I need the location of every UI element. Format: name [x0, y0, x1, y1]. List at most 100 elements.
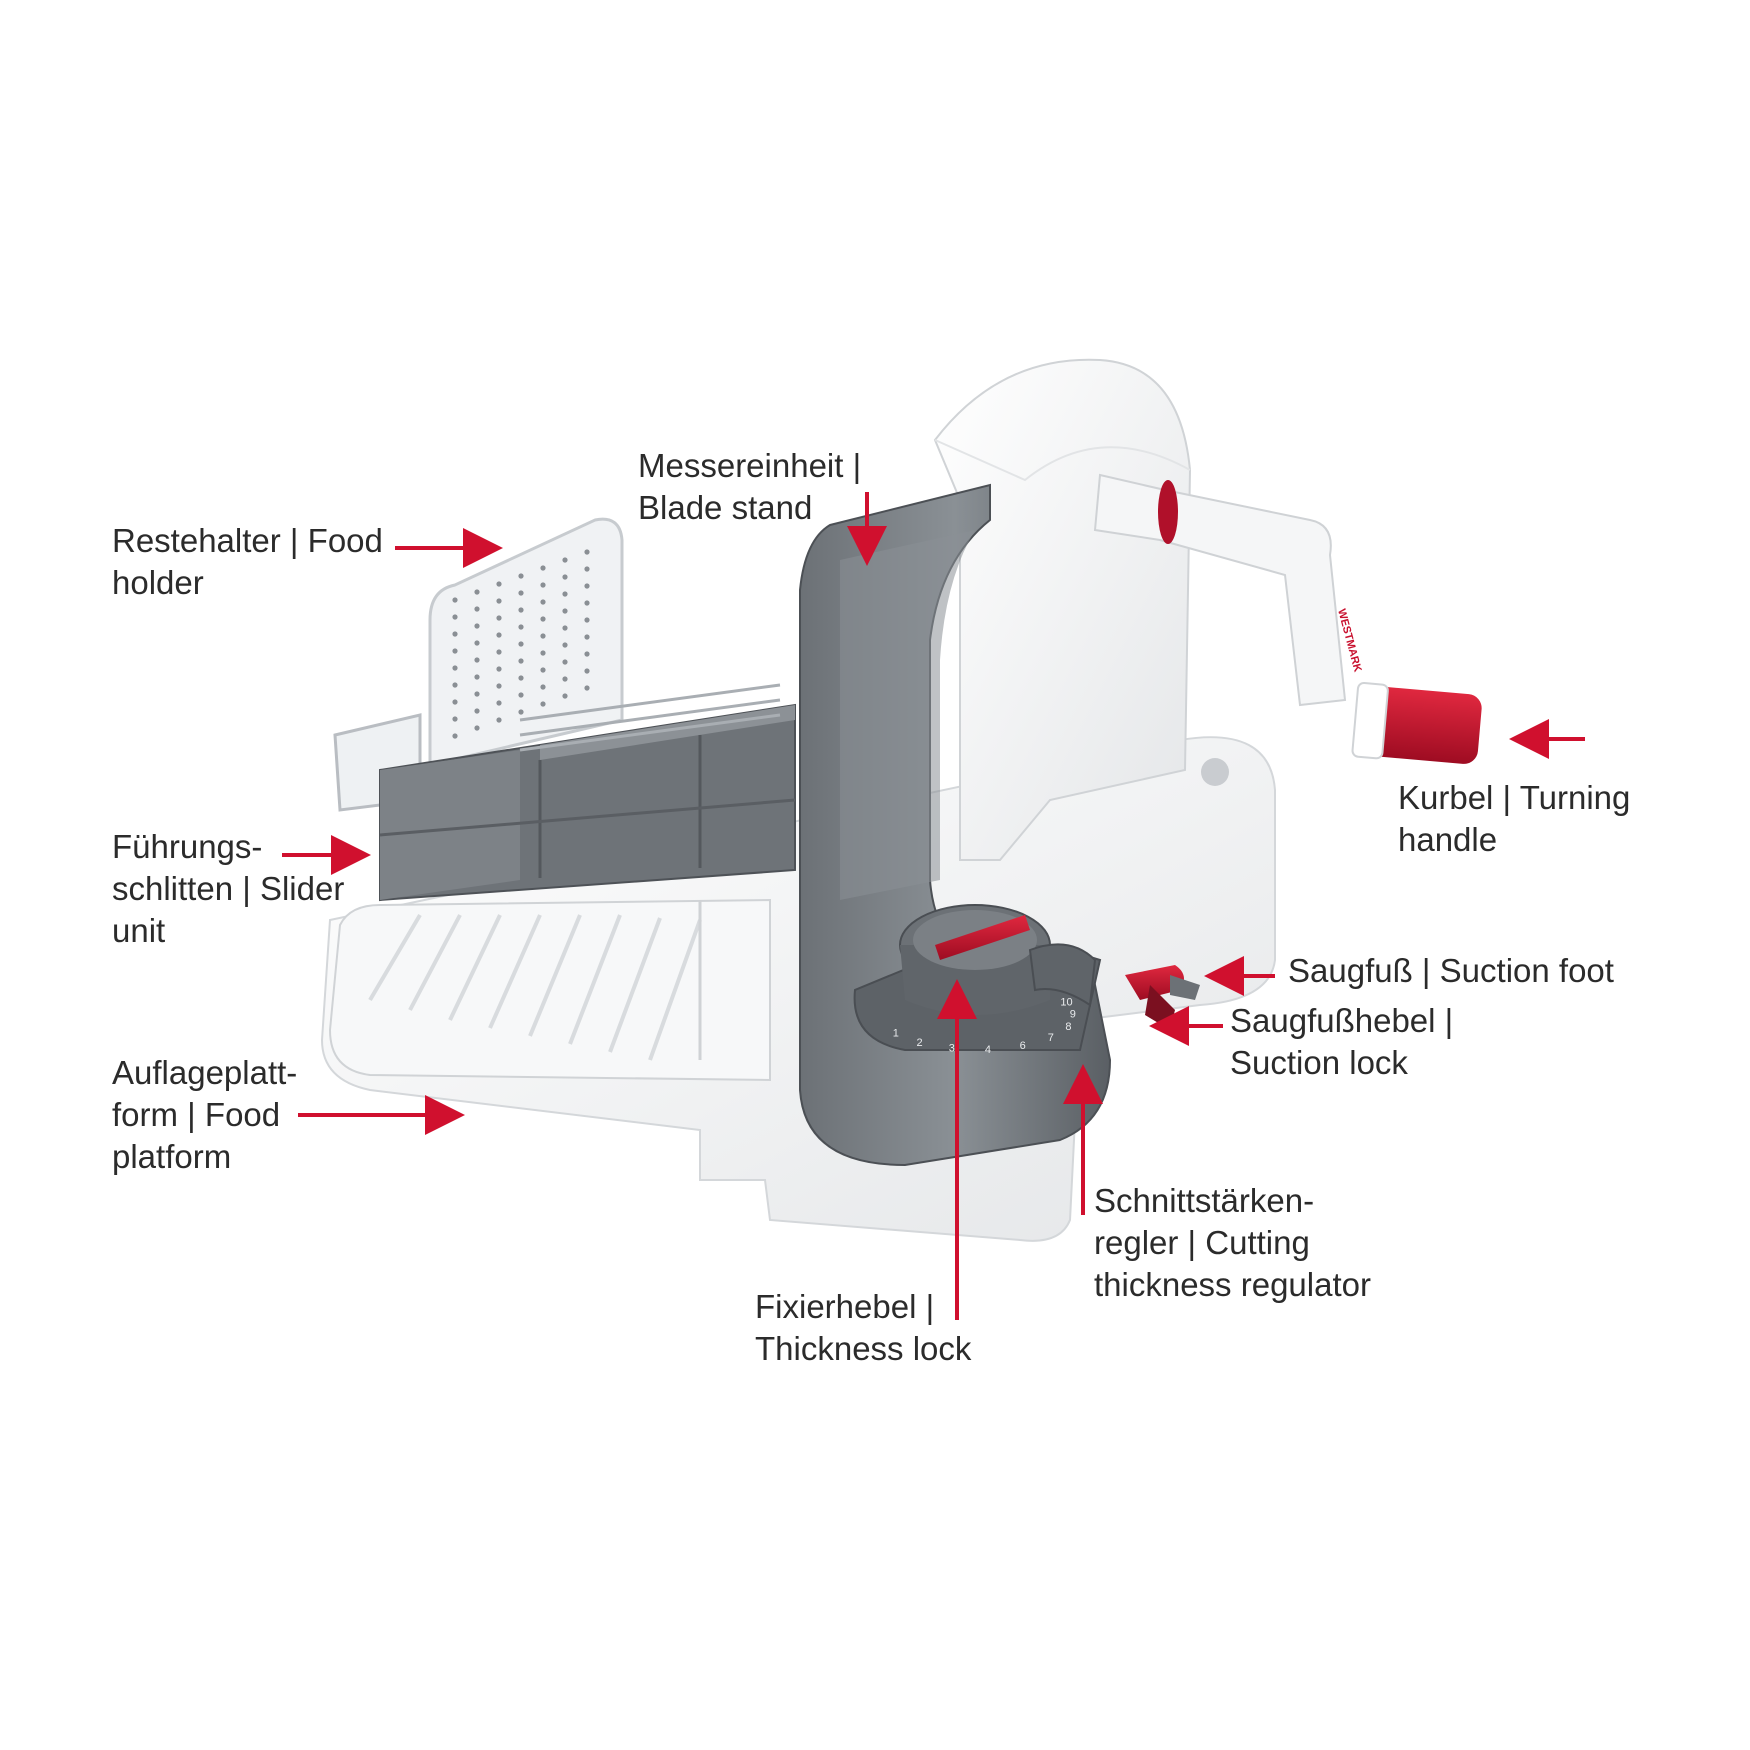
label-slider-unit-line1: Führungs- — [112, 828, 263, 865]
perforation-dot — [474, 725, 480, 731]
perforation-dot — [540, 650, 546, 656]
label-blade-stand-line2: Blade stand — [638, 489, 813, 526]
label-slider-unit-line2: schlitten | Slider — [112, 870, 345, 907]
callout-arrows — [282, 492, 1585, 1320]
label-food-platform-line2: form | Food — [112, 1096, 281, 1133]
label-food-platform: Auflageplatt- form | Food platform — [112, 1052, 297, 1178]
label-blade-stand: Messereinheit | Blade stand — [638, 445, 861, 529]
perforation-dot — [496, 632, 502, 638]
perforation-dot — [518, 709, 524, 715]
perforation-dot — [540, 684, 546, 690]
label-turning-handle: Kurbel | Turning handle — [1398, 777, 1630, 861]
perforation-dot — [452, 699, 458, 705]
perforation-dot — [562, 693, 568, 699]
perforation-dot — [452, 597, 458, 603]
perforation-dot — [540, 565, 546, 571]
perforation-dot — [496, 649, 502, 655]
label-thickness-lock-line2: Thickness lock — [755, 1330, 972, 1367]
label-suction-foot-line1: Saugfuß | Suction foot — [1288, 952, 1614, 989]
perforation-dot — [452, 682, 458, 688]
label-slider-unit-line3: unit — [112, 912, 166, 949]
perforation-dot — [496, 581, 502, 587]
dial-number: 8 — [1065, 1021, 1071, 1033]
perforation-dot — [452, 648, 458, 654]
perforation-dot — [584, 600, 590, 606]
label-suction-foot: Saugfuß | Suction foot — [1288, 950, 1614, 992]
dial-number: 7 — [1048, 1032, 1054, 1044]
label-blade-stand-line1: Messereinheit | — [638, 447, 862, 484]
perforation-dot — [518, 658, 524, 664]
label-suction-lock: Saugfußhebel | Suction lock — [1230, 1000, 1453, 1084]
perforation-dot — [474, 589, 480, 595]
perforation-dot — [474, 640, 480, 646]
perforation-dot — [584, 549, 590, 555]
perforation-dot — [474, 691, 480, 697]
label-thickness-lock: Fixierhebel | Thickness lock — [755, 1286, 971, 1370]
dial-number: 1 — [893, 1028, 899, 1040]
dial-number: 4 — [985, 1044, 991, 1056]
perforation-dot — [452, 733, 458, 739]
perforation-dot — [584, 668, 590, 674]
perforation-dot — [518, 573, 524, 579]
label-cutting-thickness: Schnittstärken- regler | Cutting thickne… — [1094, 1180, 1371, 1306]
dial-number: 10 — [1060, 997, 1072, 1009]
slider-unit — [379, 683, 796, 902]
perforation-dot — [496, 683, 502, 689]
perforation-dot — [496, 700, 502, 706]
perforation-dot — [496, 615, 502, 621]
platform-ribs — [368, 913, 702, 1061]
perforation-dot — [474, 606, 480, 612]
perforation-dot — [540, 701, 546, 707]
perforation-dot — [562, 574, 568, 580]
label-cutting-thickness-line1: Schnittstärken- — [1094, 1182, 1315, 1219]
slicer-illustration: WESTMARK — [320, 358, 1482, 1242]
perforation-dot — [540, 667, 546, 673]
perforation-dot — [452, 665, 458, 671]
label-food-holder-line1: Restehalter | Food — [112, 522, 383, 559]
perforation-dot — [584, 634, 590, 640]
perforation-dot — [562, 625, 568, 631]
perforation-dot — [540, 633, 546, 639]
label-cutting-thickness-line3: thickness regulator — [1094, 1266, 1371, 1303]
perforation-dot — [540, 599, 546, 605]
perforation-dot — [562, 676, 568, 682]
perforation-dot — [518, 641, 524, 647]
dial-number: 3 — [949, 1043, 955, 1055]
perforation-dot — [496, 598, 502, 604]
perforation-dot — [562, 557, 568, 563]
label-turning-handle-line1: Kurbel | Turning — [1398, 779, 1631, 816]
perforation-dot — [584, 651, 590, 657]
perforation-dot — [474, 657, 480, 663]
perforation-dot — [518, 624, 524, 630]
perforation-dot — [562, 591, 568, 597]
perforation-dot — [452, 614, 458, 620]
perforation-dot — [452, 631, 458, 637]
perforation-dot — [518, 607, 524, 613]
turning-handle: WESTMARK — [1093, 473, 1482, 764]
perforation-dot — [540, 582, 546, 588]
label-slider-unit: Führungs- schlitten | Slider unit — [112, 826, 344, 952]
dial-number: 2 — [917, 1037, 923, 1049]
label-thickness-lock-line1: Fixierhebel | — [755, 1288, 935, 1325]
perforation-dot — [562, 659, 568, 665]
dial-number: 6 — [1020, 1040, 1026, 1052]
perforation-dot — [518, 675, 524, 681]
perforation-dot — [562, 608, 568, 614]
perforation-dot — [474, 674, 480, 680]
label-food-holder-line2: holder — [112, 564, 204, 601]
label-suction-lock-line1: Saugfußhebel | — [1230, 1002, 1454, 1039]
perforation-dot — [474, 708, 480, 714]
label-food-platform-line3: platform — [112, 1138, 232, 1175]
perforation-dot — [452, 716, 458, 722]
perforation-dot — [584, 583, 590, 589]
perforation-dot — [584, 617, 590, 623]
perforation-dot — [496, 666, 502, 672]
perforation-dot — [518, 692, 524, 698]
label-food-platform-line1: Auflageplatt- — [112, 1054, 298, 1091]
perforation-dot — [474, 623, 480, 629]
perforation-dot — [518, 590, 524, 596]
perforation-dot — [584, 685, 590, 691]
perforation-dot — [540, 616, 546, 622]
perforation-dot — [496, 717, 502, 723]
